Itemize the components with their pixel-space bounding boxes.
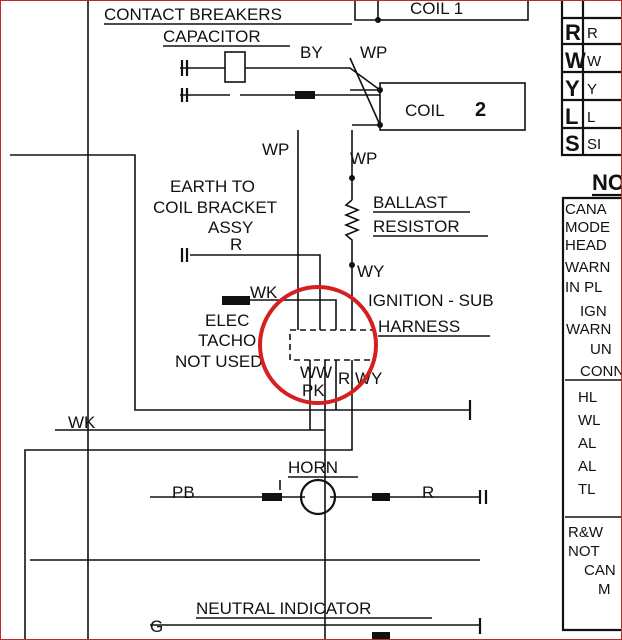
colour-key-name: W [587,53,602,70]
colour-key-code: S [565,131,580,156]
notes-footer: M [598,581,611,598]
horn-connector-right [372,493,390,501]
label-coil2: COIL [405,101,445,120]
label-ignition-1: IGNITION - SUB [368,291,494,310]
connector-block [295,91,315,99]
label-wp-mid: WP [350,149,377,168]
components [180,0,529,640]
notes-line: WARN [566,321,611,338]
coil2-box [379,82,526,131]
notes-heading: NO [592,170,622,195]
colour-key-code: R [565,20,581,45]
label-ww: WW [300,363,332,382]
colour-key-code: Y [565,76,580,101]
label-wp-top: WP [360,43,387,62]
notes-code: AL [578,458,596,475]
label-earth-1: EARTH TO [170,177,255,196]
notes-line: UN [590,341,612,358]
label-capacitor: CAPACITOR [163,27,261,46]
notes-footer: CAN [584,562,616,579]
horn-symbol [299,478,337,516]
notes-line: CONN [580,363,622,380]
colour-key-name: SI [587,136,601,153]
colour-key-code: W [565,48,586,73]
notes-line: MODE [565,219,610,236]
label-ignition-2: HARNESS [378,317,460,336]
notes-footer: R&W [568,524,604,541]
capacitor-symbol [224,51,246,83]
colour-key-name: L [587,109,595,126]
tacho-connector-block [222,296,250,305]
label-r-horn: R [422,483,434,502]
label-tacho-2: TACHO [198,331,256,350]
label-coil2-number: 2 [475,99,486,121]
labels: CONTACT BREAKERS CAPACITOR BY WP COIL 1 … [68,0,494,636]
notes-code: TL [578,481,596,498]
notes-line: IN PL [565,279,603,296]
coil1-box [377,0,529,21]
colour-key-code: L [565,104,578,129]
label-by: BY [300,43,323,62]
notes-line: WARN [565,259,610,276]
label-pb: PB [172,483,195,502]
colour-key-name: Y [587,81,597,98]
highlight-circle [258,285,378,405]
colour-key-name: R [587,25,598,42]
neutral-connector [372,632,390,640]
notes-line: IGN [580,303,607,320]
label-wk-tacho: WK [250,283,278,302]
label-earth-2: COIL BRACKET [153,198,277,217]
sub-harness-connector [289,329,376,361]
label-earth-3: ASSY [208,218,253,237]
label-r-conn: R [338,369,350,388]
notes-footer: NOT [568,543,600,560]
label-ballast-2: RESISTOR [373,217,460,236]
label-wk-left: WK [68,413,96,432]
label-pk: PK [302,381,325,400]
label-tacho-1: ELEC [205,311,249,330]
label-g: G [150,617,163,636]
notes-line: HEAD [565,237,607,254]
label-ballast-1: BALLAST [373,193,448,212]
label-contact-breakers: CONTACT BREAKERS [104,5,282,24]
label-r-earth: R [230,235,242,254]
label-horn: HORN [288,458,338,477]
notes-code: AL [578,435,596,452]
label-wp-left: WP [262,140,289,159]
notes-line: CANA [565,201,607,218]
horn-connector-left [262,493,282,501]
notes-code: WL [578,412,601,429]
label-neutral-indicator: NEUTRAL INDICATOR [196,599,371,618]
label-wy-ballast: WY [357,262,384,281]
label-tacho-3: NOT USED [175,352,263,371]
notes-code: HL [578,389,597,406]
wires [10,0,480,640]
label-coil1: COIL 1 [410,0,463,18]
